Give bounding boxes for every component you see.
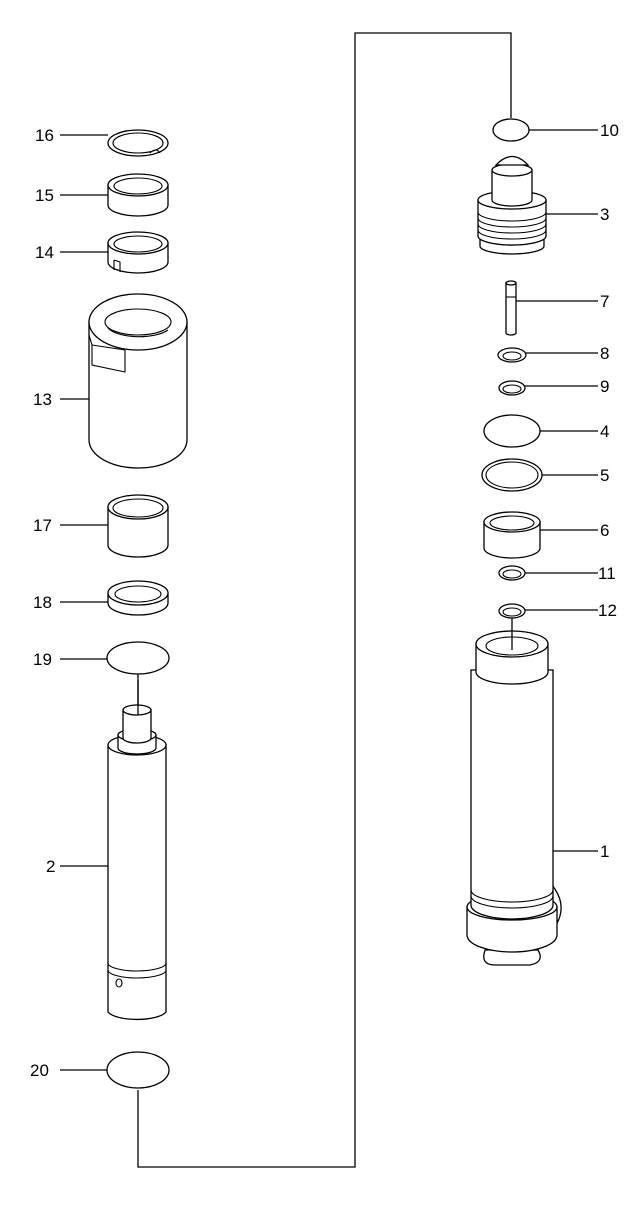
part-18-ring <box>107 580 169 616</box>
callout-6: 6 <box>600 521 609 540</box>
callout-14: 14 <box>35 243 54 262</box>
part-19-disc <box>106 641 170 675</box>
part-8-small-ring <box>497 347 527 363</box>
part-12-small-ring <box>498 603 526 619</box>
part-4-disc <box>483 414 541 448</box>
part-6-bushing <box>483 511 541 559</box>
callout-5: 5 <box>600 466 609 485</box>
part-14-split-ring <box>107 231 169 274</box>
part-13-housing <box>88 293 188 469</box>
callout-18: 18 <box>33 593 52 612</box>
part-16-snap-ring <box>107 129 169 157</box>
part-15-ring <box>107 173 169 217</box>
callout-11: 11 <box>598 564 616 583</box>
part-20-disc <box>106 1051 170 1089</box>
callout-9: 9 <box>600 377 609 396</box>
callout-19: 19 <box>33 650 52 669</box>
callout-4: 4 <box>600 422 609 441</box>
callout-17: 17 <box>33 516 52 535</box>
callout-8: 8 <box>600 344 609 363</box>
part-2-piston-rod <box>107 680 167 1021</box>
part-11-small-ring <box>498 565 526 581</box>
part-5-o-ring <box>481 458 543 492</box>
part-3-piston-head <box>477 155 547 255</box>
callout-7: 7 <box>600 292 609 311</box>
part-17-sleeve <box>107 494 169 558</box>
callout-15: 15 <box>35 186 54 205</box>
callout-13: 13 <box>33 390 52 409</box>
callout-12: 12 <box>598 601 617 620</box>
callout-1: 1 <box>600 842 609 861</box>
part-1-cylinder-body <box>466 618 562 966</box>
part-10-disc <box>492 118 530 142</box>
callout-10: 10 <box>600 121 619 140</box>
part-7-pin <box>505 280 517 336</box>
callout-3: 3 <box>600 205 609 224</box>
part-9-small-ring <box>498 380 526 396</box>
callout-16: 16 <box>35 126 54 145</box>
callout-20: 20 <box>30 1061 49 1080</box>
assembly-connector-line <box>137 32 512 1168</box>
callout-2: 2 <box>46 857 55 876</box>
